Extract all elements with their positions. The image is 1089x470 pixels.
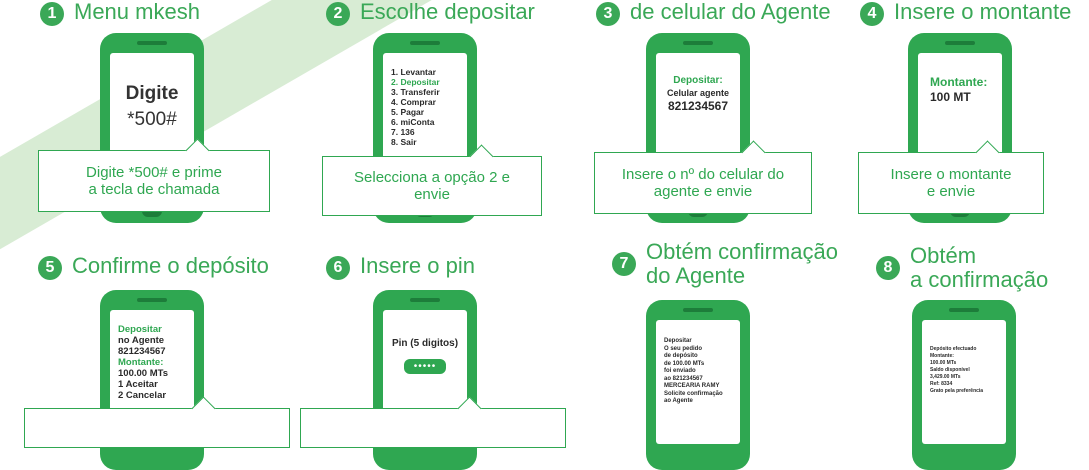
- phone-speaker: [683, 308, 713, 312]
- step-number-badge: 1: [40, 2, 64, 26]
- step-label: Confirme o depósito: [72, 253, 269, 278]
- screen-line: Montante:: [118, 357, 164, 368]
- step-1-title: 1 Menu mkesh: [40, 0, 200, 26]
- step-label: Obtém a confirmação: [910, 243, 1049, 292]
- step-label: de celular do Agente: [630, 0, 831, 24]
- menu-option: 7. 136: [391, 127, 415, 137]
- instruction-bubble-step-5: [24, 396, 290, 448]
- instruction-bubble-step-4: Insere o montante e envie: [858, 140, 1044, 214]
- step-3-title: 3 de celular do Agente: [596, 0, 831, 26]
- screen-line: Pin (5 digitos): [391, 338, 459, 349]
- screen-line: Depositar: [118, 324, 162, 335]
- step-6-title: 6 Insere o pin: [326, 254, 475, 280]
- bubble-line: envie: [414, 186, 450, 203]
- screen-line: Solicite confirmação: [664, 390, 723, 397]
- step-2-title: 2 Escolhe depositar: [326, 0, 535, 26]
- menu-option: 4. Comprar: [391, 97, 436, 107]
- bubble-line: Insere o nº do celular do: [621, 166, 785, 183]
- instruction-bubble-step-3: Insere o nº do celular do agente e envie: [594, 140, 812, 214]
- screen-line: 821234567: [667, 99, 729, 113]
- step-number-badge: 2: [326, 2, 350, 26]
- phone-speaker: [410, 41, 440, 45]
- screen-line: 821234567: [118, 346, 166, 357]
- phone-speaker: [137, 41, 167, 45]
- step-number-badge: 3: [596, 2, 620, 26]
- phone-speaker: [137, 298, 167, 302]
- step-number-badge: 8: [876, 256, 900, 280]
- bubble-line: Insere o montante: [890, 166, 1012, 183]
- step-number-badge: 4: [860, 2, 884, 26]
- step-number-badge: 7: [612, 252, 636, 276]
- screen-line: Saldo disponível: [930, 367, 970, 373]
- screen-line: Depositar: [664, 338, 692, 344]
- phone-speaker: [945, 41, 975, 45]
- menu-option: 6. miConta: [391, 117, 435, 127]
- menu-option: 5. Pagar: [391, 107, 425, 117]
- step-number-badge: 5: [38, 256, 62, 280]
- step-label: Insere o pin: [360, 253, 475, 278]
- phone-speaker: [683, 41, 713, 45]
- screen-line: 2 Cancelar: [118, 390, 167, 401]
- phone-speaker: [410, 298, 440, 302]
- pin-field: •••••: [403, 359, 447, 374]
- step-5-title: 5 Confirme o depósito: [38, 254, 269, 280]
- phone-speaker: [949, 308, 979, 312]
- step-7-title: 7 Obtém confirmação do Agente: [612, 240, 838, 288]
- menu-option: 1. Levantar: [391, 67, 436, 77]
- step-label: Insere o montante: [894, 0, 1072, 24]
- screen-line: 100 MT: [930, 90, 971, 104]
- screen-line: Depósito efectuado: [930, 346, 977, 352]
- screen-line: MERCEARIA RAMY: [664, 383, 720, 389]
- screen-line: 1 Aceitar: [118, 379, 158, 390]
- screen-line: foi enviado: [664, 368, 696, 374]
- phone-mockup-step-8: Depósito efectuado Montante: 100.00 MTs …: [912, 300, 1016, 470]
- phone-mockup-step-7: Depositar O seu pedido de depósito de 10…: [646, 300, 750, 470]
- instruction-bubble-step-6: [300, 396, 566, 448]
- instruction-bubble-step-2: Selecciona a opção 2 e envie: [322, 144, 542, 216]
- step-8-title: 8 Obtém a confirmação: [876, 244, 1048, 292]
- screen-line: Celular agente: [666, 88, 730, 98]
- screen-line: Depositar:: [673, 75, 723, 86]
- step-number-badge: 6: [326, 256, 350, 280]
- screen-line: 100.00 MTs: [930, 360, 957, 366]
- screen-line: Digite: [125, 83, 179, 104]
- bubble-line: e envie: [926, 183, 976, 200]
- screen-line: 3,429.00 MTs: [930, 374, 961, 380]
- step-4-title: 4 Insere o montante: [860, 0, 1071, 26]
- phone-screen: Depositar O seu pedido de depósito de 10…: [656, 320, 740, 444]
- screen-line: Ref: 8334: [930, 381, 953, 387]
- phone-screen: Depósito efectuado Montante: 100.00 MTs …: [922, 320, 1006, 444]
- screen-line: ao 821234567: [664, 375, 703, 382]
- step-label: Escolhe depositar: [360, 0, 535, 24]
- bubble-line: Selecciona a opção 2 e: [354, 169, 510, 186]
- menu-option: 8. Sair: [391, 137, 417, 147]
- bubble-line: a tecla de chamada: [88, 181, 220, 198]
- screen-line: de depósito: [664, 353, 698, 359]
- menu-option: 3. Transferir: [391, 87, 440, 97]
- screen-line: 100.00 MTs: [118, 368, 168, 379]
- bubble-line: agente e envie: [653, 183, 753, 200]
- screen-line: *500#: [127, 109, 177, 130]
- screen-line: de 100.00 MTs: [664, 360, 705, 367]
- screen-line: Montante:: [930, 75, 988, 89]
- screen-line: no Agente: [118, 335, 165, 346]
- menu-option-selected: 2. Depositar: [391, 77, 440, 87]
- instruction-bubble-step-1: Digite *500# e prime a tecla de chamada: [38, 138, 270, 212]
- bubble-line: Digite *500# e prime: [86, 164, 222, 181]
- step-label: Menu mkesh: [74, 0, 200, 24]
- screen-line: Montante:: [930, 353, 954, 359]
- step-label: Obtém confirmação do Agente: [646, 239, 838, 288]
- screen-line: Grato pela preferência: [930, 388, 984, 394]
- screen-line: O seu pedido: [664, 345, 703, 352]
- screen-line: ao Agente: [664, 398, 693, 404]
